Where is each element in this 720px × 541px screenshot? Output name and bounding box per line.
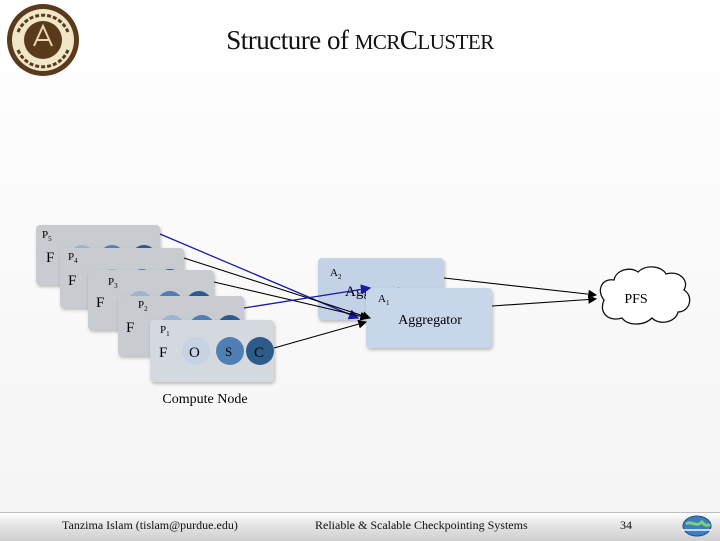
card-background — [150, 320, 274, 382]
process-card-p1: P1 F O S C — [150, 320, 274, 382]
globe-icon — [682, 515, 712, 537]
aggregator-label: A2 — [330, 267, 342, 281]
circle-s — [216, 337, 244, 365]
file-tag: F — [68, 273, 76, 289]
slide-title: Structure of MCRCLUSTER — [226, 25, 494, 55]
pfs-cloud: PFS — [599, 266, 691, 325]
process-label: P2 — [138, 299, 148, 313]
circle-o — [182, 337, 210, 365]
footer-author: Tanzima Islam (tislam@purdue.edu) — [62, 518, 238, 532]
arrow-a2-pfs — [443, 277, 598, 299]
process-label: P3 — [108, 276, 118, 290]
process-label: P4 — [68, 251, 78, 265]
aggregator-label: A1 — [378, 293, 390, 307]
arrow-p4 — [183, 257, 372, 320]
aggregator-text: Aggregator — [398, 313, 462, 328]
aggregator-a1: A1 Aggregator — [366, 288, 492, 348]
process-label: P1 — [160, 324, 170, 338]
footer-bar — [0, 512, 720, 541]
university-seal-logo — [7, 4, 79, 76]
front-file-tag: F — [159, 345, 167, 361]
file-tag: F — [126, 320, 134, 336]
circle-c — [246, 337, 274, 365]
cloud-shape — [599, 266, 691, 325]
compute-node-label: Compute Node — [162, 392, 247, 407]
file-tag: F — [96, 295, 104, 311]
footer-talk-title: Reliable & Scalable Checkpointing System… — [315, 518, 528, 532]
aggregator-to-pfs-arrows — [443, 277, 598, 307]
arrow-p2 — [243, 284, 372, 309]
pfs-label: PFS — [624, 292, 647, 307]
arrow-a1-pfs — [491, 295, 598, 307]
front-label-s: S — [225, 344, 232, 359]
aggregator-box — [366, 288, 492, 348]
front-label-o: O — [189, 345, 200, 361]
front-label-c: C — [254, 345, 264, 361]
arrow-p1 — [273, 319, 368, 349]
process-to-aggregator-arrows — [159, 233, 372, 349]
process-label: P5 — [42, 229, 52, 243]
page-number: 34 — [620, 518, 632, 532]
file-tag: F — [46, 250, 54, 266]
